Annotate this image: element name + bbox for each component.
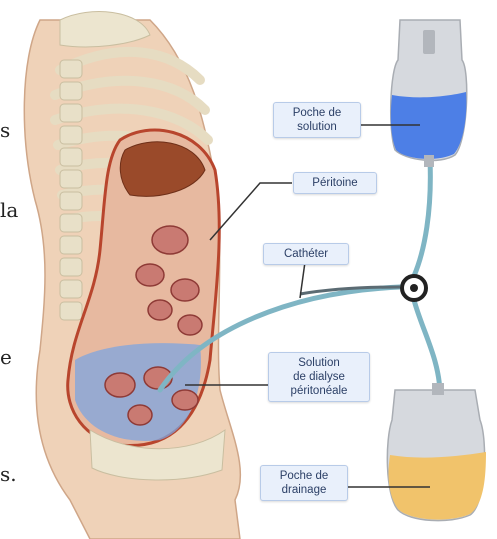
label-line: de dialyse [275,370,363,384]
label-line: Poche de [280,106,354,120]
label-line: Poche de [267,469,341,483]
label-peritoine: Péritoine [293,172,377,194]
label-line: péritonéale [275,384,363,398]
label-solution-de-dialyse-peritoneale: Solution de dialyse péritonéale [268,352,370,402]
label-poche-de-drainage: Poche de drainage [260,465,348,501]
label-catheter: Cathéter [263,243,349,265]
label-line: Solution [275,356,363,370]
label-line: drainage [267,483,341,497]
y-connector [402,276,426,300]
drainage-bag [387,383,486,521]
label-poche-de-solution: Poche de solution [273,102,361,138]
label-line: Cathéter [270,247,342,261]
label-line: solution [280,120,354,134]
solution-bag [391,20,467,167]
drain-tube [414,300,440,395]
supply-tube [414,160,430,276]
label-line: Péritoine [300,176,370,190]
